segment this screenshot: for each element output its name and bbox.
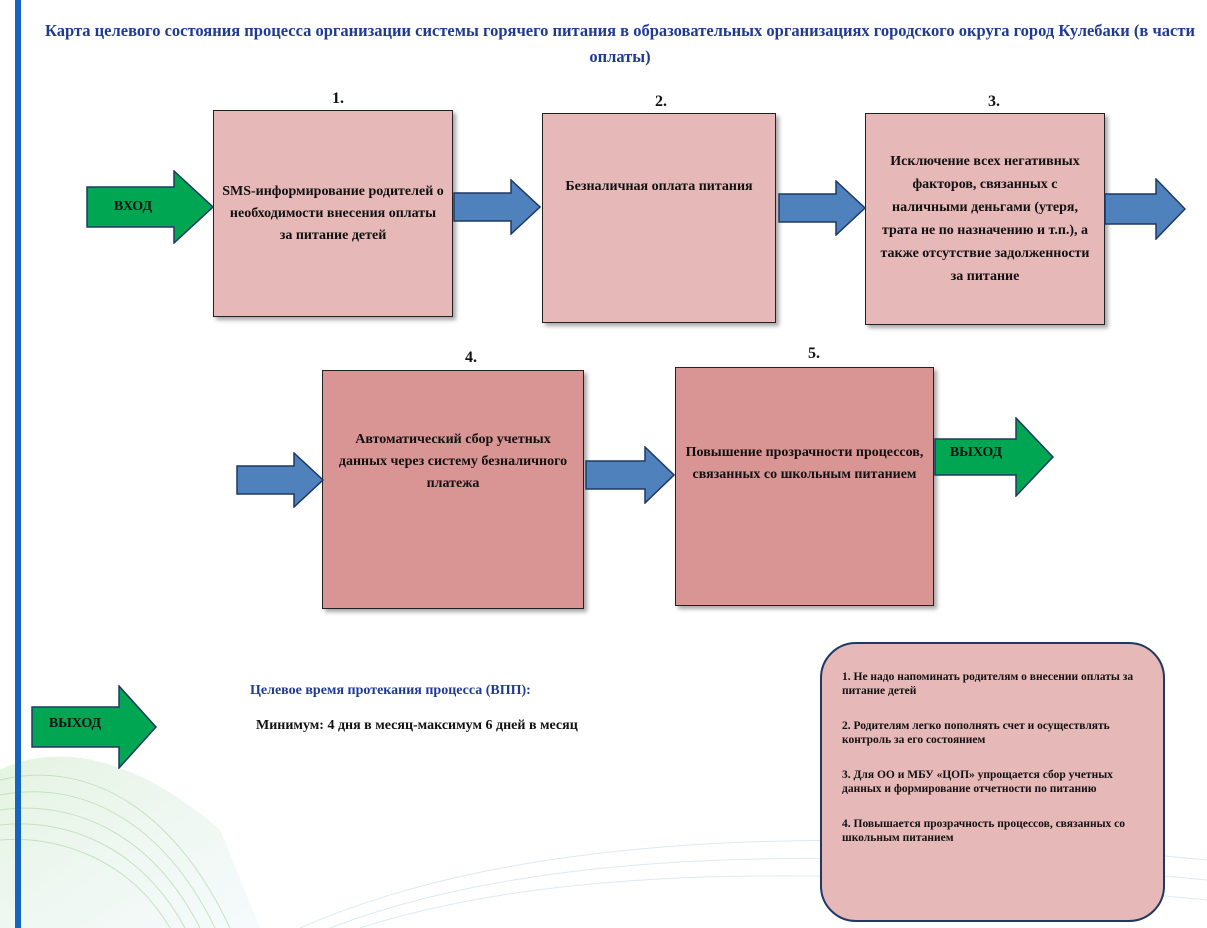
legend-exit-arrow: ВЫХОД — [31, 685, 157, 769]
step-5-text: Повышение прозрачности процессов, связан… — [685, 445, 924, 482]
flow-arrow-1-2 — [453, 179, 541, 235]
flow-arrow-2-3 — [778, 180, 866, 236]
step-1-text: SMS-информирование родителей о необходим… — [222, 183, 444, 243]
entry-arrow-label: ВХОД — [113, 199, 153, 214]
step-1-number: 1. — [332, 90, 344, 107]
left-accent-bar — [15, 0, 21, 928]
legend-exit-arrow-label: ВЫХОД — [48, 716, 102, 731]
exit-arrow: ВЫХОД — [934, 417, 1054, 497]
flow-arrow-4-5 — [585, 446, 675, 504]
flow-arrow-in-4 — [236, 452, 324, 508]
step-2-number: 2. — [655, 93, 667, 110]
step-2-text: Безналичная оплата питания — [565, 179, 753, 194]
results-box: 1. Не надо напоминать родителям о внесен… — [820, 642, 1165, 922]
result-item-4: 4. Повышается прозрачность процессов, св… — [842, 818, 1126, 844]
step-2-box: Безналичная оплата питания — [542, 113, 776, 323]
step-1-box: SMS-информирование родителей о необходим… — [213, 110, 453, 317]
entry-arrow: ВХОД — [86, 170, 214, 244]
step-3-box: Исключение всех негативных факторов, свя… — [865, 113, 1105, 325]
step-3-text: Исключение всех негативных факторов, свя… — [880, 154, 1090, 284]
exit-arrow-label: ВЫХОД — [949, 445, 1003, 460]
result-item-1: 1. Не надо напоминать родителям о внесен… — [842, 671, 1134, 697]
page-title: Карта целевого состояния процесса органи… — [45, 21, 1195, 66]
step-5-number: 5. — [808, 345, 820, 362]
flow-arrow-3-out — [1104, 178, 1186, 240]
target-time-title: Целевое время протекания процесса (ВПП): — [250, 683, 531, 698]
result-item-3: 3. Для ОО и МБУ «ЦОП» упрощается сбор уч… — [842, 769, 1113, 795]
step-4-number: 4. — [465, 349, 477, 366]
step-4-box: Автоматический сбор учетных данных через… — [322, 370, 584, 609]
step-3-number: 3. — [988, 93, 1000, 110]
step-5-box: Повышение прозрачности процессов, связан… — [675, 367, 934, 606]
target-time-value: Минимум: 4 дня в месяц-максимум 6 дней в… — [256, 718, 578, 733]
result-item-2: 2. Родителям легко пополнять счет и осущ… — [842, 720, 1110, 746]
step-4-text: Автоматический сбор учетных данных через… — [338, 432, 568, 491]
